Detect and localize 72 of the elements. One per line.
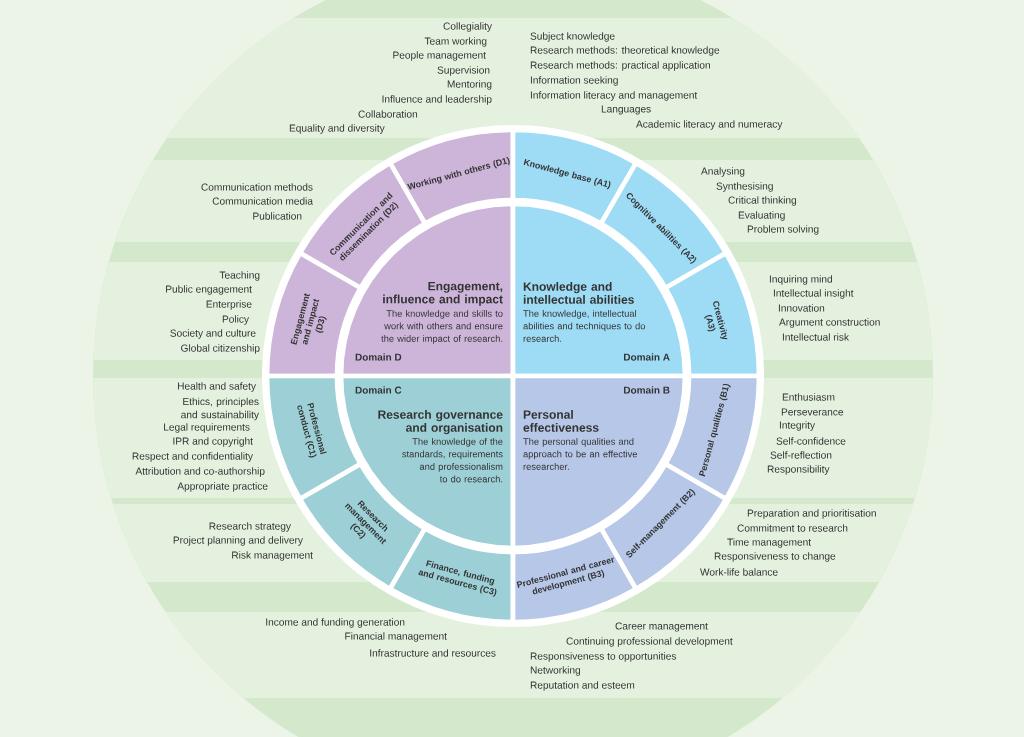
descriptor-text: Infrastructure and resources — [370, 649, 496, 657]
descriptor-text: Research methods: theoretical knowledge — [530, 46, 720, 56]
descriptor-text: Self-reflection — [770, 451, 832, 459]
descriptor-text: Argument construction — [779, 318, 880, 328]
domain-title: Personal effectiveness — [523, 410, 599, 432]
descriptor-text: Research strategy — [209, 522, 291, 532]
descriptor-text: People management — [393, 51, 486, 61]
descriptor-text: Health and safety — [178, 382, 256, 392]
descriptor-text: Innovation — [778, 304, 825, 312]
descriptor-text: Networking — [530, 666, 581, 676]
descriptor-text: Synthesising — [716, 182, 773, 192]
descriptor-text: Work-life balance — [700, 568, 778, 576]
descriptor-text: Ethics, principles and sustainability — [181, 397, 259, 421]
descriptor-text: Respect and confidentiality — [132, 452, 253, 462]
descriptor-text: Academic literacy and numeracy — [636, 120, 783, 130]
descriptor-text: Preparation and prioritisation — [747, 509, 876, 519]
domain-label: Domain A — [624, 353, 670, 361]
descriptor-text: Problem solving — [747, 225, 819, 235]
descriptor-text: Subject knowledge — [530, 32, 615, 42]
descriptor-text: Responsiveness to change — [714, 552, 836, 562]
descriptor-text: Inquiring mind — [769, 275, 832, 285]
descriptor-text: IPR and copyright — [173, 437, 253, 447]
descriptor-text: Enterprise — [206, 300, 252, 310]
descriptor-text: Global citizenship — [181, 344, 260, 354]
descriptor-text: Intellectual insight — [773, 289, 854, 299]
descriptor-text: Communication media — [212, 197, 313, 205]
descriptor-text: Intellectual risk — [782, 333, 849, 341]
domain-title: Engagement, influence and impact — [383, 282, 503, 306]
descriptor-text: Perseverance — [781, 408, 844, 416]
descriptor-text: Collegiality — [443, 22, 492, 32]
domain-label: Domain B — [624, 386, 670, 394]
domain-label: Domain D — [355, 353, 402, 361]
descriptor-text: Mentoring — [447, 80, 492, 90]
descriptor-text: Integrity — [779, 421, 816, 431]
descriptor-text: Income and funding generation — [266, 618, 405, 628]
domain-label: Domain C — [355, 386, 402, 394]
descriptor-text: Collaboration — [358, 110, 418, 118]
descriptor-text: Career management — [615, 622, 708, 632]
descriptor-text: Enthusiasm — [782, 393, 835, 401]
descriptor-text: Time management — [727, 538, 811, 548]
domain-title: Knowledge and intellectual abilities — [523, 282, 634, 304]
descriptor-text: Information seeking — [530, 76, 618, 86]
descriptor-text: Attribution and co-authorship — [135, 467, 265, 477]
descriptor-text: Evaluating — [738, 211, 785, 221]
descriptor-text: Financial management — [345, 632, 447, 642]
descriptor-text: Influence and leadership — [382, 95, 492, 105]
descriptor-text: Public engagement — [166, 285, 252, 295]
domain-description: The knowledge, intellectual abilities and techniques to do research. — [523, 310, 646, 342]
descriptor-text: Languages — [601, 105, 651, 115]
descriptor-text: Information literacy and management — [530, 91, 698, 101]
descriptor-text: Self-confidence — [776, 437, 846, 445]
descriptor-text: Continuing professional development — [566, 637, 733, 647]
descriptor-text: Communication methods — [201, 183, 313, 191]
descriptor-text: Legal requirements — [164, 423, 250, 433]
descriptor-text: Supervision — [437, 66, 490, 76]
domain-title: Research governance and organisation — [378, 410, 503, 435]
descriptor-text: Policy — [222, 315, 249, 325]
descriptor-text: Responsibility — [767, 465, 830, 475]
descriptor-text: Responsiveness to opportunities — [530, 652, 677, 662]
domain-description: The personal qualities and approach to be an effective researcher. — [523, 438, 638, 470]
descriptor-text: Analysing — [701, 167, 745, 177]
descriptor-text: Equality and diversity — [289, 124, 385, 134]
descriptor-text: Teaching — [219, 271, 260, 281]
descriptor-text: Team working — [424, 37, 487, 47]
descriptor-text: Commitment to research — [737, 524, 848, 532]
descriptor-text: Reputation and esteem — [530, 681, 635, 691]
descriptor-text: Society and culture — [170, 329, 256, 339]
descriptor-text: Publication — [253, 212, 302, 220]
domain-description: The knowledge and skills to work with others and ensure the wider impact of research. — [381, 310, 503, 344]
descriptor-text: Appropriate practice — [177, 482, 268, 492]
descriptor-text: Research methods: practical application — [530, 61, 710, 71]
descriptor-text: Critical thinking — [728, 196, 797, 206]
